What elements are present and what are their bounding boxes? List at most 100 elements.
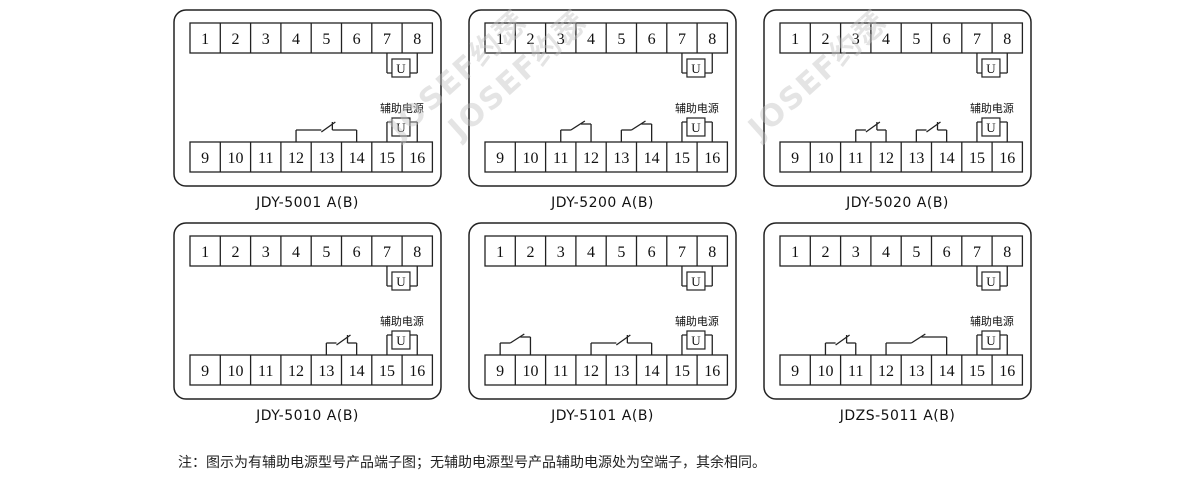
terminal-12: 12 [583, 363, 599, 380]
model-caption: JDY-5200 A(B) [550, 195, 654, 211]
terminal-7: 7 [383, 244, 391, 261]
nc-contact-13-14 [915, 121, 948, 142]
coil-box [391, 58, 411, 78]
contact-blade [910, 333, 926, 344]
panel-frame [763, 9, 1032, 187]
terminal-11: 11 [848, 150, 863, 167]
contact-blade [631, 120, 646, 131]
terminal-1: 1 [791, 31, 799, 48]
terminal-14: 14 [939, 150, 955, 167]
coil-box [686, 58, 706, 78]
panel-frame [468, 222, 737, 400]
terminal-9: 9 [496, 363, 504, 380]
terminal-6: 6 [353, 31, 361, 48]
aux-power-label: 辅助电源 [675, 101, 719, 115]
coil-box [981, 58, 1001, 78]
terminal-2: 2 [526, 244, 534, 261]
terminal-7: 7 [678, 244, 686, 261]
terminal-5: 5 [912, 31, 920, 48]
aux-coil-label: U [691, 120, 701, 135]
terminal-15: 15 [674, 363, 690, 380]
contact-blade [835, 334, 850, 346]
terminal-10: 10 [817, 150, 833, 167]
terminal-10: 10 [817, 363, 833, 380]
terminal-11: 11 [258, 363, 273, 380]
contact-blade [570, 120, 586, 131]
terminal-2: 2 [821, 31, 829, 48]
terminal-11: 11 [553, 363, 568, 380]
aux-power-label: 辅助电源 [380, 101, 424, 115]
terminal-15: 15 [379, 150, 395, 167]
terminal-16: 16 [999, 150, 1015, 167]
coil-label: U [986, 274, 996, 289]
terminal-14: 14 [349, 363, 365, 380]
model-caption: JDY-5101 A(B) [550, 408, 654, 424]
terminal-4: 4 [292, 31, 300, 48]
terminal-1: 1 [791, 244, 799, 261]
no-contact-13-14 [620, 120, 653, 142]
terminal-1: 1 [201, 244, 209, 261]
terminal-13: 13 [908, 363, 924, 380]
nc-contact-10-11 [824, 334, 857, 355]
no-contact-12-14 [885, 333, 948, 355]
terminal-3: 3 [852, 31, 860, 48]
terminal-1: 1 [496, 31, 504, 48]
no-contact-9-10 [499, 333, 532, 355]
model-caption: JDY-5020 A(B) [845, 195, 949, 211]
terminal-16: 16 [409, 150, 425, 167]
terminal-5: 5 [322, 31, 330, 48]
terminal-16: 16 [409, 363, 425, 380]
aux-power-label: 辅助电源 [970, 314, 1014, 328]
terminal-13: 13 [908, 150, 924, 167]
aux-power-label: 辅助电源 [970, 101, 1014, 115]
nc-contact-12-14 [590, 334, 653, 355]
contact-blade [615, 334, 631, 346]
contact-blade [865, 121, 881, 133]
terminal-16: 16 [999, 363, 1015, 380]
coil-box [391, 271, 411, 291]
terminal-9: 9 [791, 150, 799, 167]
aux-coil-box [391, 330, 411, 350]
terminal-9: 9 [791, 363, 799, 380]
terminal-10: 10 [227, 363, 243, 380]
coil-box [686, 271, 706, 291]
aux-coil-label: U [396, 120, 406, 135]
coil-label: U [691, 274, 701, 289]
terminal-3: 3 [262, 31, 270, 48]
coil-label: U [396, 274, 406, 289]
aux-coil-label: U [986, 333, 996, 348]
terminal-13: 13 [318, 150, 334, 167]
terminal-13: 13 [613, 150, 629, 167]
terminal-3: 3 [262, 244, 270, 261]
coil-label: U [691, 61, 701, 76]
nc-contact-13-14 [325, 334, 358, 355]
terminal-2: 2 [231, 244, 239, 261]
terminal-2: 2 [231, 31, 239, 48]
aux-coil-box [686, 330, 706, 350]
terminal-8: 8 [1003, 31, 1011, 48]
terminal-8: 8 [413, 244, 421, 261]
aux-coil-box [391, 117, 411, 137]
terminal-15: 15 [379, 363, 395, 380]
terminal-16: 16 [704, 363, 720, 380]
panel-frame [173, 222, 442, 400]
aux-power-label: 辅助电源 [675, 314, 719, 328]
terminal-14: 14 [349, 150, 365, 167]
terminal-8: 8 [708, 31, 716, 48]
terminal-6: 6 [353, 244, 361, 261]
panel-frame [173, 9, 442, 187]
terminal-14: 14 [939, 363, 955, 380]
terminal-15: 15 [969, 363, 985, 380]
terminal-3: 3 [852, 244, 860, 261]
terminal-4: 4 [882, 244, 890, 261]
contact-blade [320, 121, 336, 133]
terminal-10: 10 [227, 150, 243, 167]
coil-label: U [986, 61, 996, 76]
terminal-8: 8 [708, 244, 716, 261]
nc-contact-12-14 [295, 121, 358, 142]
